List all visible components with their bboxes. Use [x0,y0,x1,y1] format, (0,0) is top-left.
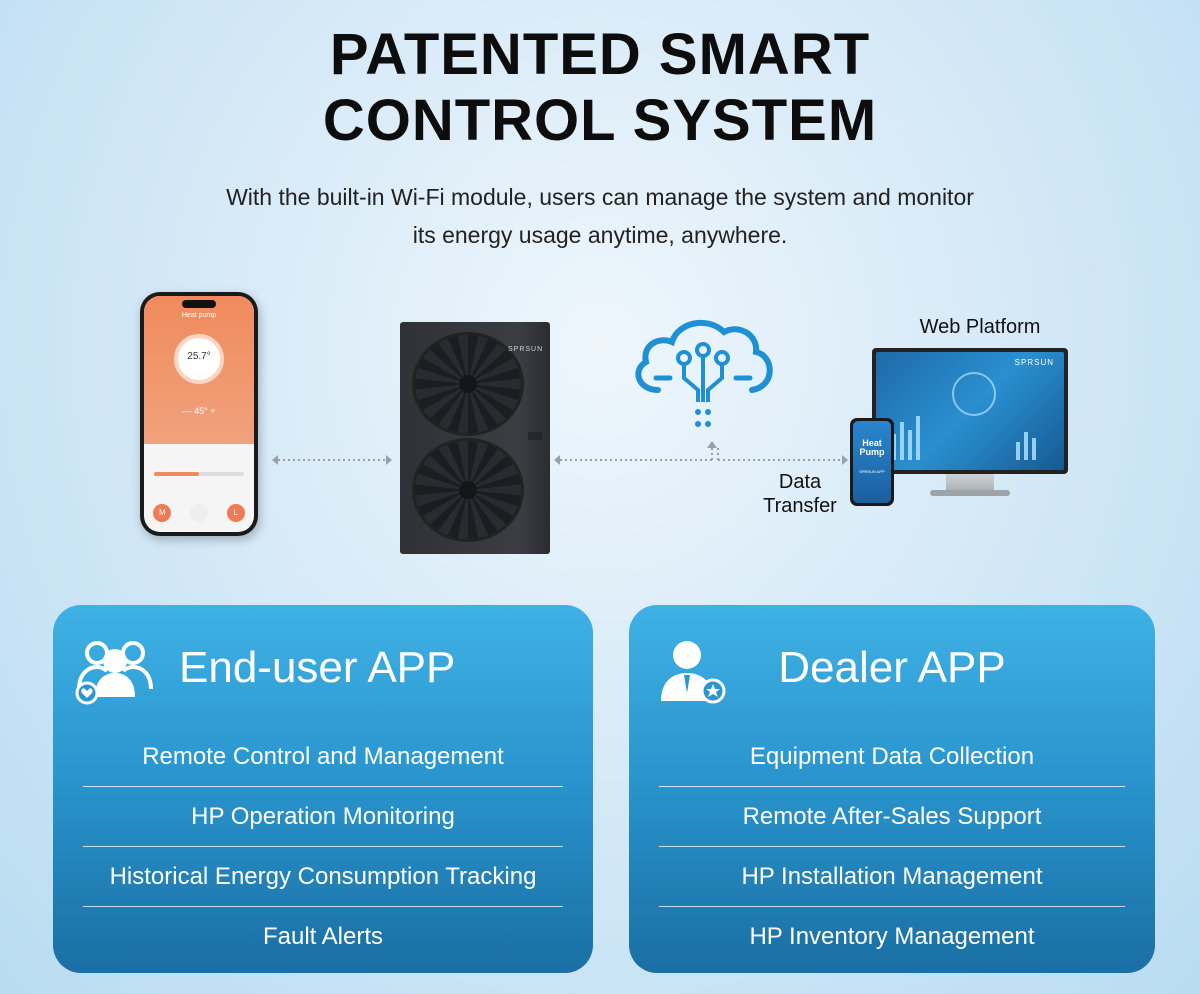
dashboard-bar [916,416,920,460]
dashboard-bar [1016,442,1020,460]
mobile-app-screen: Heat Pump SPRSUN APP [853,421,891,503]
phone-set-temperature: — 45° + [182,406,216,416]
end-user-card-title: End-user APP [179,643,456,692]
phone-screen: Heat pump 25.7° — 45° + M L [144,296,254,532]
heat-pump-logo: SPRSUN [508,346,544,353]
monitor-logo: SPRSUN [1014,358,1054,367]
dealer-card-title: Dealer APP [778,643,1006,692]
list-item: HP Installation Management [659,847,1125,907]
subtitle-line-2: its energy usage anytime, anywhere. [412,222,788,248]
phone-app-title: Heat pump [181,312,217,319]
heat-pump-fan-bottom [412,438,524,542]
heat-pump-fan-top [412,332,524,436]
dashboard-bar [908,430,912,460]
list-item: HP Inventory Management [749,923,1035,950]
web-platform-label: Web Platform [919,316,1041,338]
dealer-star-icon [661,641,726,704]
dealer-app-card: Dealer APP Equipment Data Collection Rem… [629,605,1155,973]
phone-mode-button-l: L [226,504,245,522]
dealer-feature-list: Equipment Data Collection Remote After-S… [659,727,1125,967]
phone-temperature-dial: 25.7° [174,334,224,384]
list-item: Fault Alerts [262,923,384,950]
data-transfer-line-1: Data [778,471,822,493]
phone-mode-buttons: M L [144,504,254,522]
list-item: Remote Control and Management [83,727,563,787]
phone-slider [154,472,244,476]
dashboard-bar [900,422,904,460]
heat-pump-unit-image: SPRSUN [400,322,550,554]
phone-slider-fill [154,472,199,476]
mobile-app-title-line-2: Pump [859,447,885,457]
dealer-card-header: Dealer APP [629,605,1155,725]
web-platform-monitor: SPRSUN [872,348,1068,474]
title-line-2: CONTROL SYSTEM [322,88,878,153]
phone-mode-button-m: M [153,504,172,522]
subtitle-line-1: With the built-in Wi-Fi module, users ca… [226,184,974,210]
dashboard-ring-graphic [952,372,996,416]
list-item: Historical Energy Consumption Tracking [83,847,563,907]
cloud-network-icon [635,320,773,427]
heat-pump-control-panel [528,432,542,440]
dashboard-bar [1024,432,1028,460]
phone-set-temperature-value: 45° [194,406,208,416]
connector-heatpump-cloud-platform [554,441,848,465]
mobile-app-device: Heat Pump SPRSUN APP [850,418,894,506]
list-item: Equipment Data Collection [659,727,1125,787]
page-title: PATENTED SMART CONTROL SYSTEM [0,22,1200,154]
list-item: Remote After-Sales Support [659,787,1125,847]
dashboard-bar [892,434,896,460]
users-heart-icon [75,641,153,705]
title-line-1: PATENTED SMART [329,22,871,87]
data-transfer-label: Data Transfer [740,470,860,518]
mobile-app-brand: SPRSUN APP [859,469,885,474]
smartphone-image: Heat pump 25.7° — 45° + M L [140,292,258,536]
page-subtitle: With the built-in Wi-Fi module, users ca… [0,178,1200,254]
phone-temperature: 25.7° [187,351,211,362]
phone-mode-button-center [189,504,208,522]
list-item: HP Operation Monitoring [83,787,563,847]
end-user-app-card: End-user APP Remote Control and Manageme… [53,605,593,973]
monitor-base [930,490,1010,496]
web-platform-dashboard: SPRSUN [876,352,1064,470]
connector-phone-heatpump [272,455,392,465]
end-user-feature-list: Remote Control and Management HP Operati… [83,727,563,967]
monitor-stand [946,474,994,492]
end-user-card-header: End-user APP [53,605,593,725]
mobile-app-title-line-1: Heat [862,438,882,448]
dashboard-bar [1032,438,1036,460]
phone-notch [182,300,216,308]
data-transfer-line-2: Transfer [763,495,837,517]
